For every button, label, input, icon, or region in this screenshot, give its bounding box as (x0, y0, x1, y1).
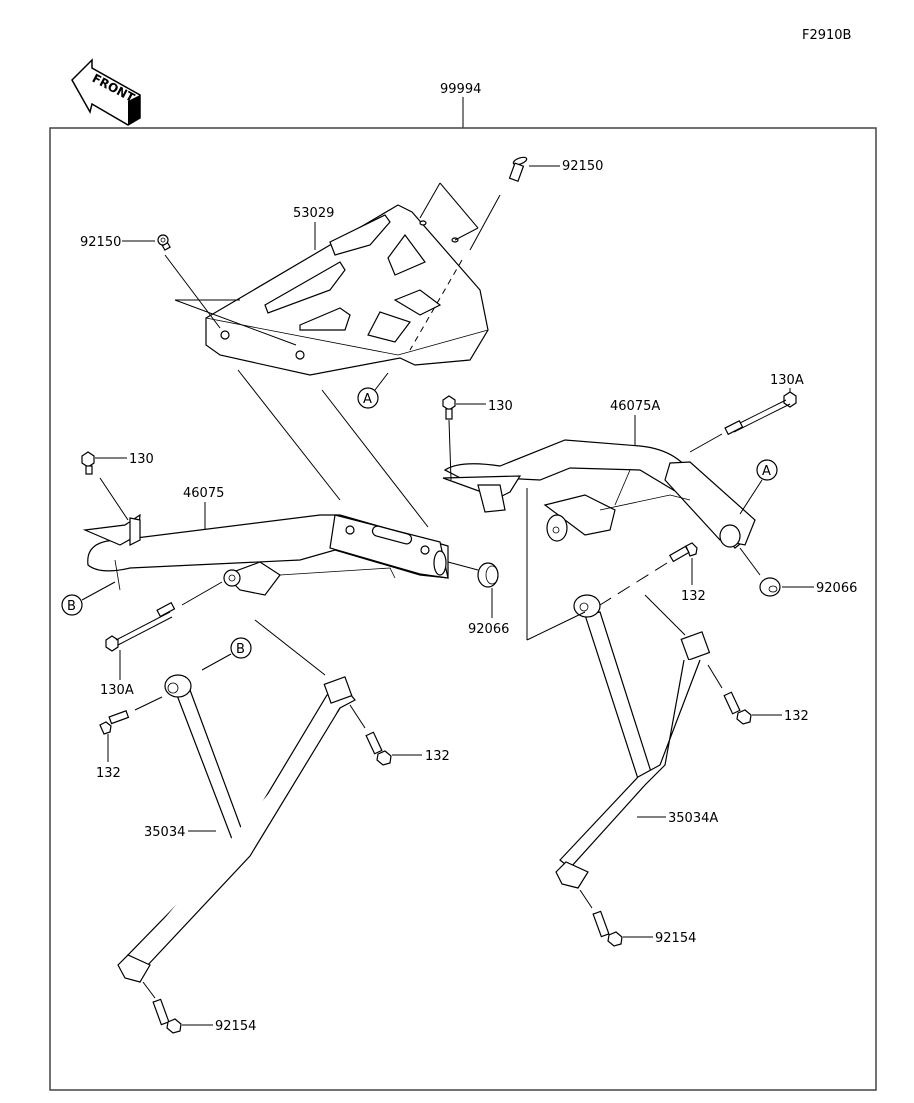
label-132-center: 132 (681, 589, 706, 604)
label-130-right: 130 (488, 399, 513, 414)
bolt-130-right[interactable] (442, 395, 456, 420)
label-132-lower-left: 132 (425, 749, 450, 764)
bolt-132-center[interactable] (669, 542, 698, 563)
label-132-right: 132 (784, 709, 809, 724)
stay-35034[interactable] (117, 674, 356, 983)
screw-92150-right[interactable] (508, 156, 528, 182)
label-92154-left: 92154 (215, 1019, 256, 1034)
label-92150-left: 92150 (80, 235, 121, 250)
grommet-92066-left[interactable] (477, 562, 499, 588)
label-46075A: 46075A (610, 399, 660, 414)
marker-b-left (61, 594, 83, 616)
bolt-92154-right[interactable] (592, 910, 623, 947)
stay-35034A[interactable] (555, 594, 711, 889)
screw-92150-left[interactable] (157, 234, 171, 251)
label-53029: 53029 (293, 206, 334, 221)
marker-b-lower (230, 637, 252, 659)
bolt-132-right[interactable] (723, 691, 752, 725)
assembly-frame (49, 127, 877, 1091)
label-35034: 35034 (144, 825, 185, 840)
label-35034A: 35034A (668, 811, 718, 826)
marker-a-right-label: A (762, 464, 771, 479)
marker-a-top (357, 387, 379, 409)
grommet-92066-right[interactable] (759, 577, 781, 597)
assembly-number: 99994 (440, 82, 481, 97)
rack-plate-53029[interactable] (205, 204, 489, 376)
bracket-46075[interactable] (82, 513, 449, 596)
label-92066-left: 92066 (468, 622, 509, 637)
label-130A-left: 130A (100, 683, 134, 698)
label-92066-right: 92066 (816, 581, 857, 596)
label-46075: 46075 (183, 486, 224, 501)
marker-a-top-label: A (363, 392, 372, 407)
label-92150-right: 92150 (562, 159, 603, 174)
front-arrow-icon: FRONT (71, 58, 141, 126)
label-130A-right: 130A (770, 373, 804, 388)
bolt-130-left[interactable] (81, 451, 95, 475)
label-132-left: 132 (96, 766, 121, 781)
bracket-46075A[interactable] (442, 439, 756, 549)
bolt-92154-left[interactable] (152, 998, 182, 1034)
bolt-130A-left[interactable] (105, 601, 176, 652)
label-130-left: 130 (129, 452, 154, 467)
bolt-132-left[interactable] (99, 710, 130, 735)
marker-b-lower-label: B (236, 642, 245, 657)
bolt-132-lower-left[interactable] (365, 731, 392, 766)
figure-code: F2910B (802, 28, 851, 43)
marker-a-right (756, 459, 778, 481)
label-92154-right: 92154 (655, 931, 696, 946)
marker-b-left-label: B (67, 599, 76, 614)
bolt-130A-right[interactable] (724, 391, 797, 436)
